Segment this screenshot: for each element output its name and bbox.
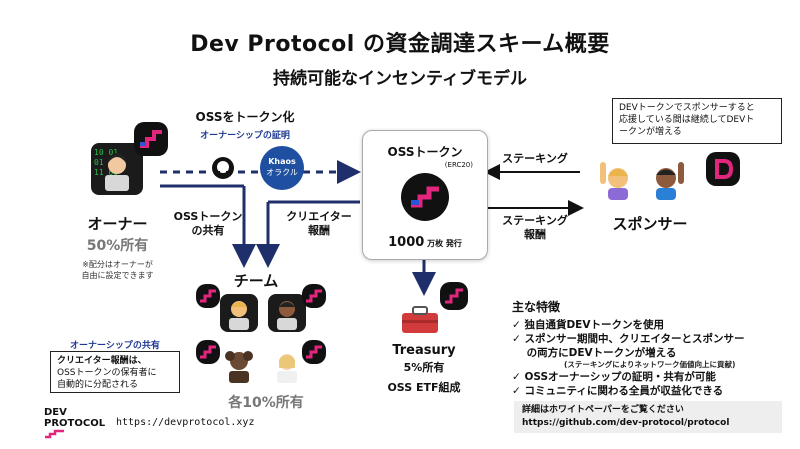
page-subtitle: 持続可能なインセンティブモデル	[273, 69, 527, 89]
team-avatar-2	[268, 294, 306, 332]
team-token-icon-2	[302, 284, 326, 308]
ownership-share-heading: オーナーシップの共有	[70, 341, 160, 351]
team-label: チーム	[233, 272, 279, 290]
sponsor-avatar-2	[646, 158, 688, 200]
logo-line-2: PROTOCOL	[44, 418, 106, 429]
share-flow-label-2: の共有	[191, 224, 225, 237]
whitepaper-info: 詳細はホワイトペーパーをご覧ください https://github.com/de…	[514, 401, 782, 433]
staking-reward-label-1: ステーキング	[502, 214, 568, 227]
owner-note-1: ※配分はオーナーが	[82, 260, 153, 269]
team-avatar-1	[220, 294, 258, 332]
treasury-share: 5%所有	[403, 361, 445, 374]
treasury-token-icon	[440, 282, 468, 310]
oss-token-title: OSSトークン	[387, 145, 463, 159]
svg-text:01 10: 01 10	[94, 158, 118, 167]
dev-protocol-logo: DEV PROTOCOL	[44, 407, 105, 442]
svg-text:11 00: 11 00	[94, 168, 118, 177]
website-link[interactable]: https://devprotocol.xyz	[116, 417, 255, 428]
treasury-label: Treasury	[392, 343, 456, 358]
token-logo-icon	[134, 122, 168, 156]
feature-item-4: ✓ OSSオーナーシップの証明・共有が可能	[512, 371, 716, 383]
logo-mark-icon	[45, 429, 64, 439]
treasury-etf: OSS ETF組成	[387, 381, 461, 394]
oracle-sub: オラクル	[266, 168, 298, 177]
whitepaper-line-1: 詳細はホワイトペーパーをご覧ください	[522, 405, 684, 415]
reward-flow-label-1: クリエイター	[286, 210, 352, 223]
ownership-share-line-1: クリエイター報酬は、	[57, 356, 147, 366]
team-token-icon-3	[196, 340, 220, 364]
features-heading: 主な特徴	[512, 300, 561, 314]
sponsor-callout-1: DEVトークンでスポンサーすると	[619, 103, 755, 113]
owner-share: 50%所有	[86, 238, 149, 254]
oss-token-card: OSSトークン (ERC20) 1000 万枚 発行	[362, 130, 488, 260]
sponsor-callout: DEVトークンでスポンサーすると 応援している間は継続してDEVト ークンが増え…	[612, 98, 782, 144]
reward-flow-label-2: 報酬	[308, 224, 330, 237]
sponsor-callout-3: ークンが増える	[619, 127, 682, 137]
team-share: 各10%所有	[228, 395, 304, 411]
oss-token-standard: (ERC20)	[444, 161, 473, 169]
page-title: Dev Protocol の資金調達スキーム概要	[190, 32, 610, 57]
team-avatar-3	[220, 346, 258, 384]
share-flow-label-1: OSSトークン	[173, 210, 243, 223]
svg-text:10 01: 10 01	[94, 148, 118, 157]
feature-item-2: ✓ スポンサー期間中、クリエイターとスポンサー	[512, 333, 745, 345]
sponsor-label: スポンサー	[612, 215, 688, 233]
feature-item-1: ✓ 独自通貨DEVトークンを使用	[512, 319, 664, 331]
oracle-name: Khaos	[268, 157, 296, 166]
ownership-share-box: クリエイター報酬は、 OSSトークンの保有者に 自動的に分配される	[50, 351, 180, 393]
github-icon	[208, 153, 238, 183]
feature-sub-note: (ステーキングによりネットワーク価値向上に貢献)	[564, 360, 736, 369]
feature-item-3: の両方にDEVトークンが増える	[512, 347, 677, 359]
staking-reward-label-2: 報酬	[524, 228, 546, 241]
sponsor-callout-2: 応援している間は継続してDEVト	[619, 115, 755, 125]
owner-note-2: 自由に設定できます	[81, 271, 154, 280]
feature-item-5: ✓ コミュニティに関わる全員が収益化できる	[512, 385, 724, 397]
khaos-oracle-badge: Khaos オラクル	[260, 146, 304, 190]
ownership-share-line-2: OSSトークンの保有者に	[57, 368, 157, 378]
tokenize-label: OSSをトークン化	[195, 110, 295, 124]
sponsor-token-icon	[706, 152, 740, 186]
team-token-icon-4	[302, 340, 326, 364]
features-panel: 主な特徴 ✓ 独自通貨DEVトークンを使用 ✓ スポンサー期間中、クリエイターと…	[512, 298, 792, 398]
owner-avatar: 10 01 01 10 11 00	[91, 143, 143, 195]
issue-amount: 1000	[388, 235, 425, 250]
ownership-share-line-3: 自動的に分配される	[57, 380, 139, 390]
oss-token-logo-icon	[401, 173, 449, 221]
tokenize-sub: オーナーシップの証明	[200, 131, 290, 141]
whitepaper-link[interactable]: https://github.com/dev-protocol/protocol	[522, 418, 730, 428]
logo-line-1: DEV	[44, 407, 67, 418]
team-token-icon-1	[196, 284, 220, 308]
sponsor-avatar-1	[596, 158, 638, 200]
team-avatar-4	[268, 346, 306, 384]
staking-label: ステーキング	[502, 152, 568, 165]
toolbox-icon	[400, 303, 440, 335]
owner-label: オーナー	[87, 215, 148, 233]
issue-unit: 万枚 発行	[424, 239, 462, 248]
